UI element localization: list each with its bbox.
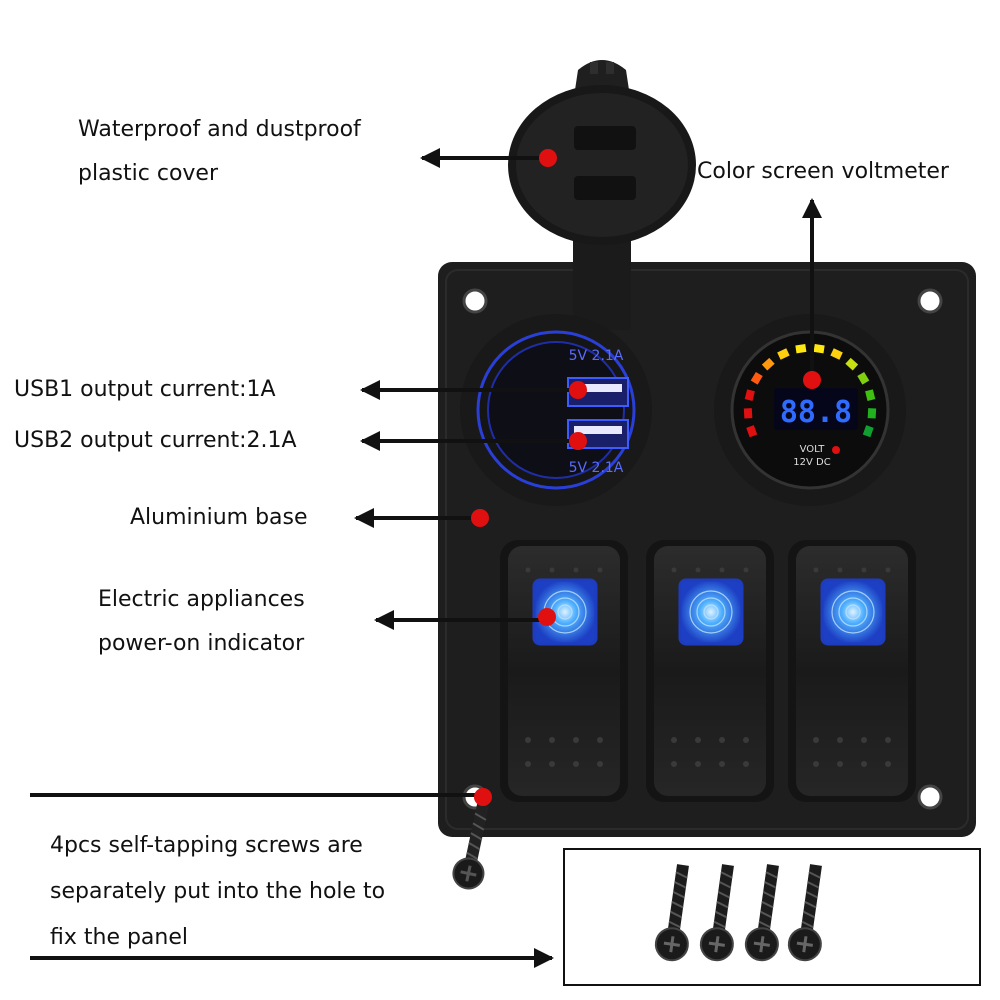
mount-hole-top-right [917, 288, 943, 314]
usb-socket: 5V 2.1A 5V 2.1A [460, 314, 652, 506]
label-usb1: USB1 output current:1A [14, 368, 276, 412]
label-voltmeter: Color screen voltmeter [697, 150, 949, 194]
voltmeter-scale-segment [867, 408, 877, 419]
loose-screw-2 [699, 864, 734, 962]
voltmeter: 88.8 VOLT 12V DC [714, 314, 906, 506]
loose-screw-3 [744, 864, 779, 962]
label-cover-line2: plastic cover [78, 161, 219, 186]
label-base: Aluminium base [130, 496, 308, 540]
rocker-switch-3[interactable] [788, 540, 916, 802]
label-indicator: Electric appliances power-on indicator [98, 578, 305, 666]
voltmeter-scale-segment [857, 371, 870, 385]
red-markers [471, 149, 821, 806]
label-cover: Waterproof and dustproof plastic cover [78, 108, 361, 196]
label-base-text: Aluminium base [130, 505, 308, 530]
voltmeter-scale-segment [750, 371, 763, 385]
rocker-switch-group [500, 540, 916, 802]
marker-usb1 [569, 381, 587, 399]
power-indicator-led [820, 578, 886, 646]
marker-voltmeter [803, 371, 821, 389]
loose-screws [654, 864, 822, 962]
mount-hole-top-left [462, 288, 488, 314]
voltmeter-red-dot [832, 446, 840, 454]
label-indicator-line2: power-on indicator [98, 631, 305, 656]
voltmeter-scale-segment [777, 348, 790, 360]
power-indicator-led [532, 578, 598, 646]
usb-rating-top: 5V 2.1A [569, 348, 624, 364]
waterproof-cover [508, 60, 696, 330]
voltmeter-scale-segment [845, 357, 859, 371]
label-usb2: USB2 output current:2.1A [14, 419, 297, 463]
label-usb1-text: USB1 output current:1A [14, 377, 276, 402]
marker-cover [539, 149, 557, 167]
voltmeter-color-scale [743, 343, 877, 438]
screws-frame [563, 848, 981, 986]
voltmeter-reading: 88.8 [780, 395, 852, 430]
rocker-switch-2[interactable] [646, 540, 774, 802]
panel-screw [452, 803, 489, 890]
voltmeter-scale-segment [865, 389, 876, 401]
label-indicator-line1: Electric appliances [98, 587, 305, 612]
voltmeter-scale-segment [743, 408, 753, 419]
voltmeter-unit: VOLT [800, 444, 826, 455]
label-screws-line3: fix the panel [50, 925, 189, 950]
marker-screw [474, 788, 492, 806]
mount-hole-bottom-right [917, 784, 943, 810]
loose-screw-1 [654, 864, 689, 962]
label-screws-line1: 4pcs self-tapping screws are [50, 833, 363, 858]
voltmeter-scale-segment [746, 425, 758, 438]
voltmeter-scale-segment [830, 348, 843, 360]
marker-base [471, 509, 489, 527]
voltmeter-scale-segment [761, 357, 775, 371]
voltmeter-scale-segment [813, 343, 825, 354]
voltmeter-spec: 12V DC [793, 457, 830, 468]
usb-rating-bottom: 5V 2.1A [569, 460, 624, 476]
marker-usb2 [569, 432, 587, 450]
label-cover-line1: Waterproof and dustproof [78, 117, 361, 142]
label-screws-line2: separately put into the hole to [50, 879, 386, 904]
voltmeter-scale-segment [744, 389, 755, 401]
callout-arrows [30, 148, 822, 968]
marker-indicator [538, 608, 556, 626]
label-screws: 4pcs self-tapping screws are separately … [50, 823, 385, 961]
label-voltmeter-text: Color screen voltmeter [697, 159, 949, 184]
power-indicator-led [678, 578, 744, 646]
voltmeter-scale-segment [862, 425, 874, 438]
loose-screw-4 [787, 864, 822, 962]
label-usb2-text: USB2 output current:2.1A [14, 428, 297, 453]
rocker-switch-1[interactable] [500, 540, 628, 802]
voltmeter-scale-segment [795, 343, 807, 354]
